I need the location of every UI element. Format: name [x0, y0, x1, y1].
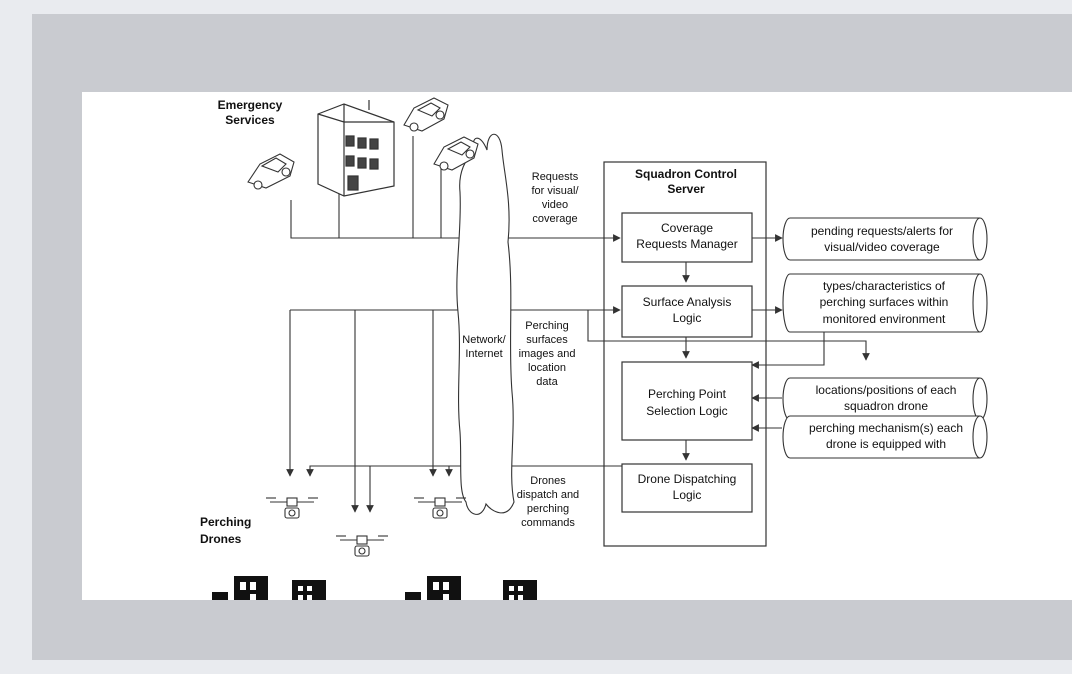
- building-icon: [405, 576, 461, 600]
- diagram-canvas: Network/ Internet Emergency Services: [200, 97, 988, 600]
- perching-mechanism-store: perching mechanism(s) each drone is equi…: [782, 415, 988, 459]
- network-cloud: Network/ Internet: [456, 133, 515, 515]
- dispatch-line: [306, 465, 622, 477]
- emergency-label-1: Emergency: [218, 98, 283, 112]
- network-label-2: Internet: [465, 348, 502, 360]
- emergency-label-2: Services: [225, 113, 275, 127]
- requests-label-1: Requests: [532, 171, 579, 183]
- store-label: drone is equipped with: [826, 437, 946, 451]
- surfaces-label-3: images and: [519, 348, 576, 360]
- drones-label-2: Drones: [200, 532, 242, 546]
- perching-surfaces-store: types/characteristics of perching surfac…: [782, 273, 988, 333]
- building-icon: [317, 100, 395, 197]
- squadron-control-server: Squadron Control Server Coverage Request…: [603, 161, 767, 547]
- store-label: monitored environment: [823, 312, 946, 326]
- perching-drones: Perching Drones: [200, 497, 537, 600]
- store-label: types/characteristics of: [823, 279, 946, 293]
- diagram-figure: Network/ Internet Emergency Services: [82, 92, 1072, 600]
- drone-positions-store: locations/positions of each squadron dro…: [782, 377, 988, 421]
- store-label: perching surfaces within: [820, 295, 949, 309]
- emergency-feed-line: [290, 200, 621, 242]
- drone-icon: [336, 535, 388, 557]
- server-title-1: Squadron Control: [635, 167, 737, 181]
- drone-icon: [414, 497, 466, 519]
- surface-analysis-logic: Surface Analysis Logic: [621, 285, 753, 338]
- surfaces-label-5: data: [536, 376, 558, 388]
- dispatch-label-1: Drones: [530, 475, 566, 487]
- drone-dispatching-logic: Drone Dispatching Logic: [621, 463, 753, 513]
- dispatch-label-4: commands: [521, 517, 575, 529]
- dispatch-label: Drones dispatch and perching commands: [517, 475, 579, 529]
- module-label: Drone Dispatching: [638, 472, 737, 486]
- car-icon: [433, 136, 479, 171]
- car-icon: [247, 153, 295, 190]
- module-label: Logic: [673, 488, 702, 502]
- coverage-requests-manager: Coverage Requests Manager: [621, 212, 753, 263]
- surfaces-label: Perching surfaces images and location da…: [519, 320, 576, 388]
- surfaces-label-4: location: [528, 362, 566, 374]
- car-icon: [403, 97, 449, 132]
- store-label: perching mechanism(s) each: [809, 421, 963, 435]
- dispatch-label-3: perching: [527, 503, 569, 515]
- module-label: Selection Logic: [646, 404, 727, 418]
- requests-label-2: for visual/: [531, 185, 579, 197]
- building-icon: [292, 580, 326, 600]
- requests-label: Requests for visual/ video coverage: [531, 171, 579, 225]
- requests-label-3: video: [542, 199, 568, 211]
- store-label: visual/video coverage: [824, 240, 940, 254]
- server-title-2: Server: [667, 182, 705, 196]
- building-icon: [503, 580, 537, 600]
- drone-icon: [266, 497, 318, 519]
- module-label: Coverage: [661, 221, 713, 235]
- emergency-services: Emergency Services: [218, 97, 479, 197]
- connector-lines: [286, 136, 870, 513]
- module-label: Logic: [673, 311, 702, 325]
- module-label: Surface Analysis: [643, 295, 732, 309]
- store-label: squadron drone: [844, 399, 928, 413]
- perching-point-selection-logic: Perching Point Selection Logic: [621, 361, 753, 441]
- dispatch-label-2: dispatch and: [517, 489, 579, 501]
- building-icon: [212, 576, 268, 600]
- surfaces-label-2: surfaces: [526, 334, 568, 346]
- store-label: pending requests/alerts for: [811, 224, 953, 238]
- store-label: locations/positions of each: [816, 383, 957, 397]
- requests-label-4: coverage: [532, 213, 577, 225]
- drones-label-1: Perching: [200, 515, 251, 529]
- module-label: Requests Manager: [636, 237, 737, 251]
- surfaces-label-1: Perching: [525, 320, 568, 332]
- data-stores: pending requests/alerts for visual/video…: [782, 217, 988, 459]
- module-label: Perching Point: [648, 387, 727, 401]
- network-label-1: Network/: [462, 334, 506, 346]
- pending-requests-store: pending requests/alerts for visual/video…: [782, 217, 988, 261]
